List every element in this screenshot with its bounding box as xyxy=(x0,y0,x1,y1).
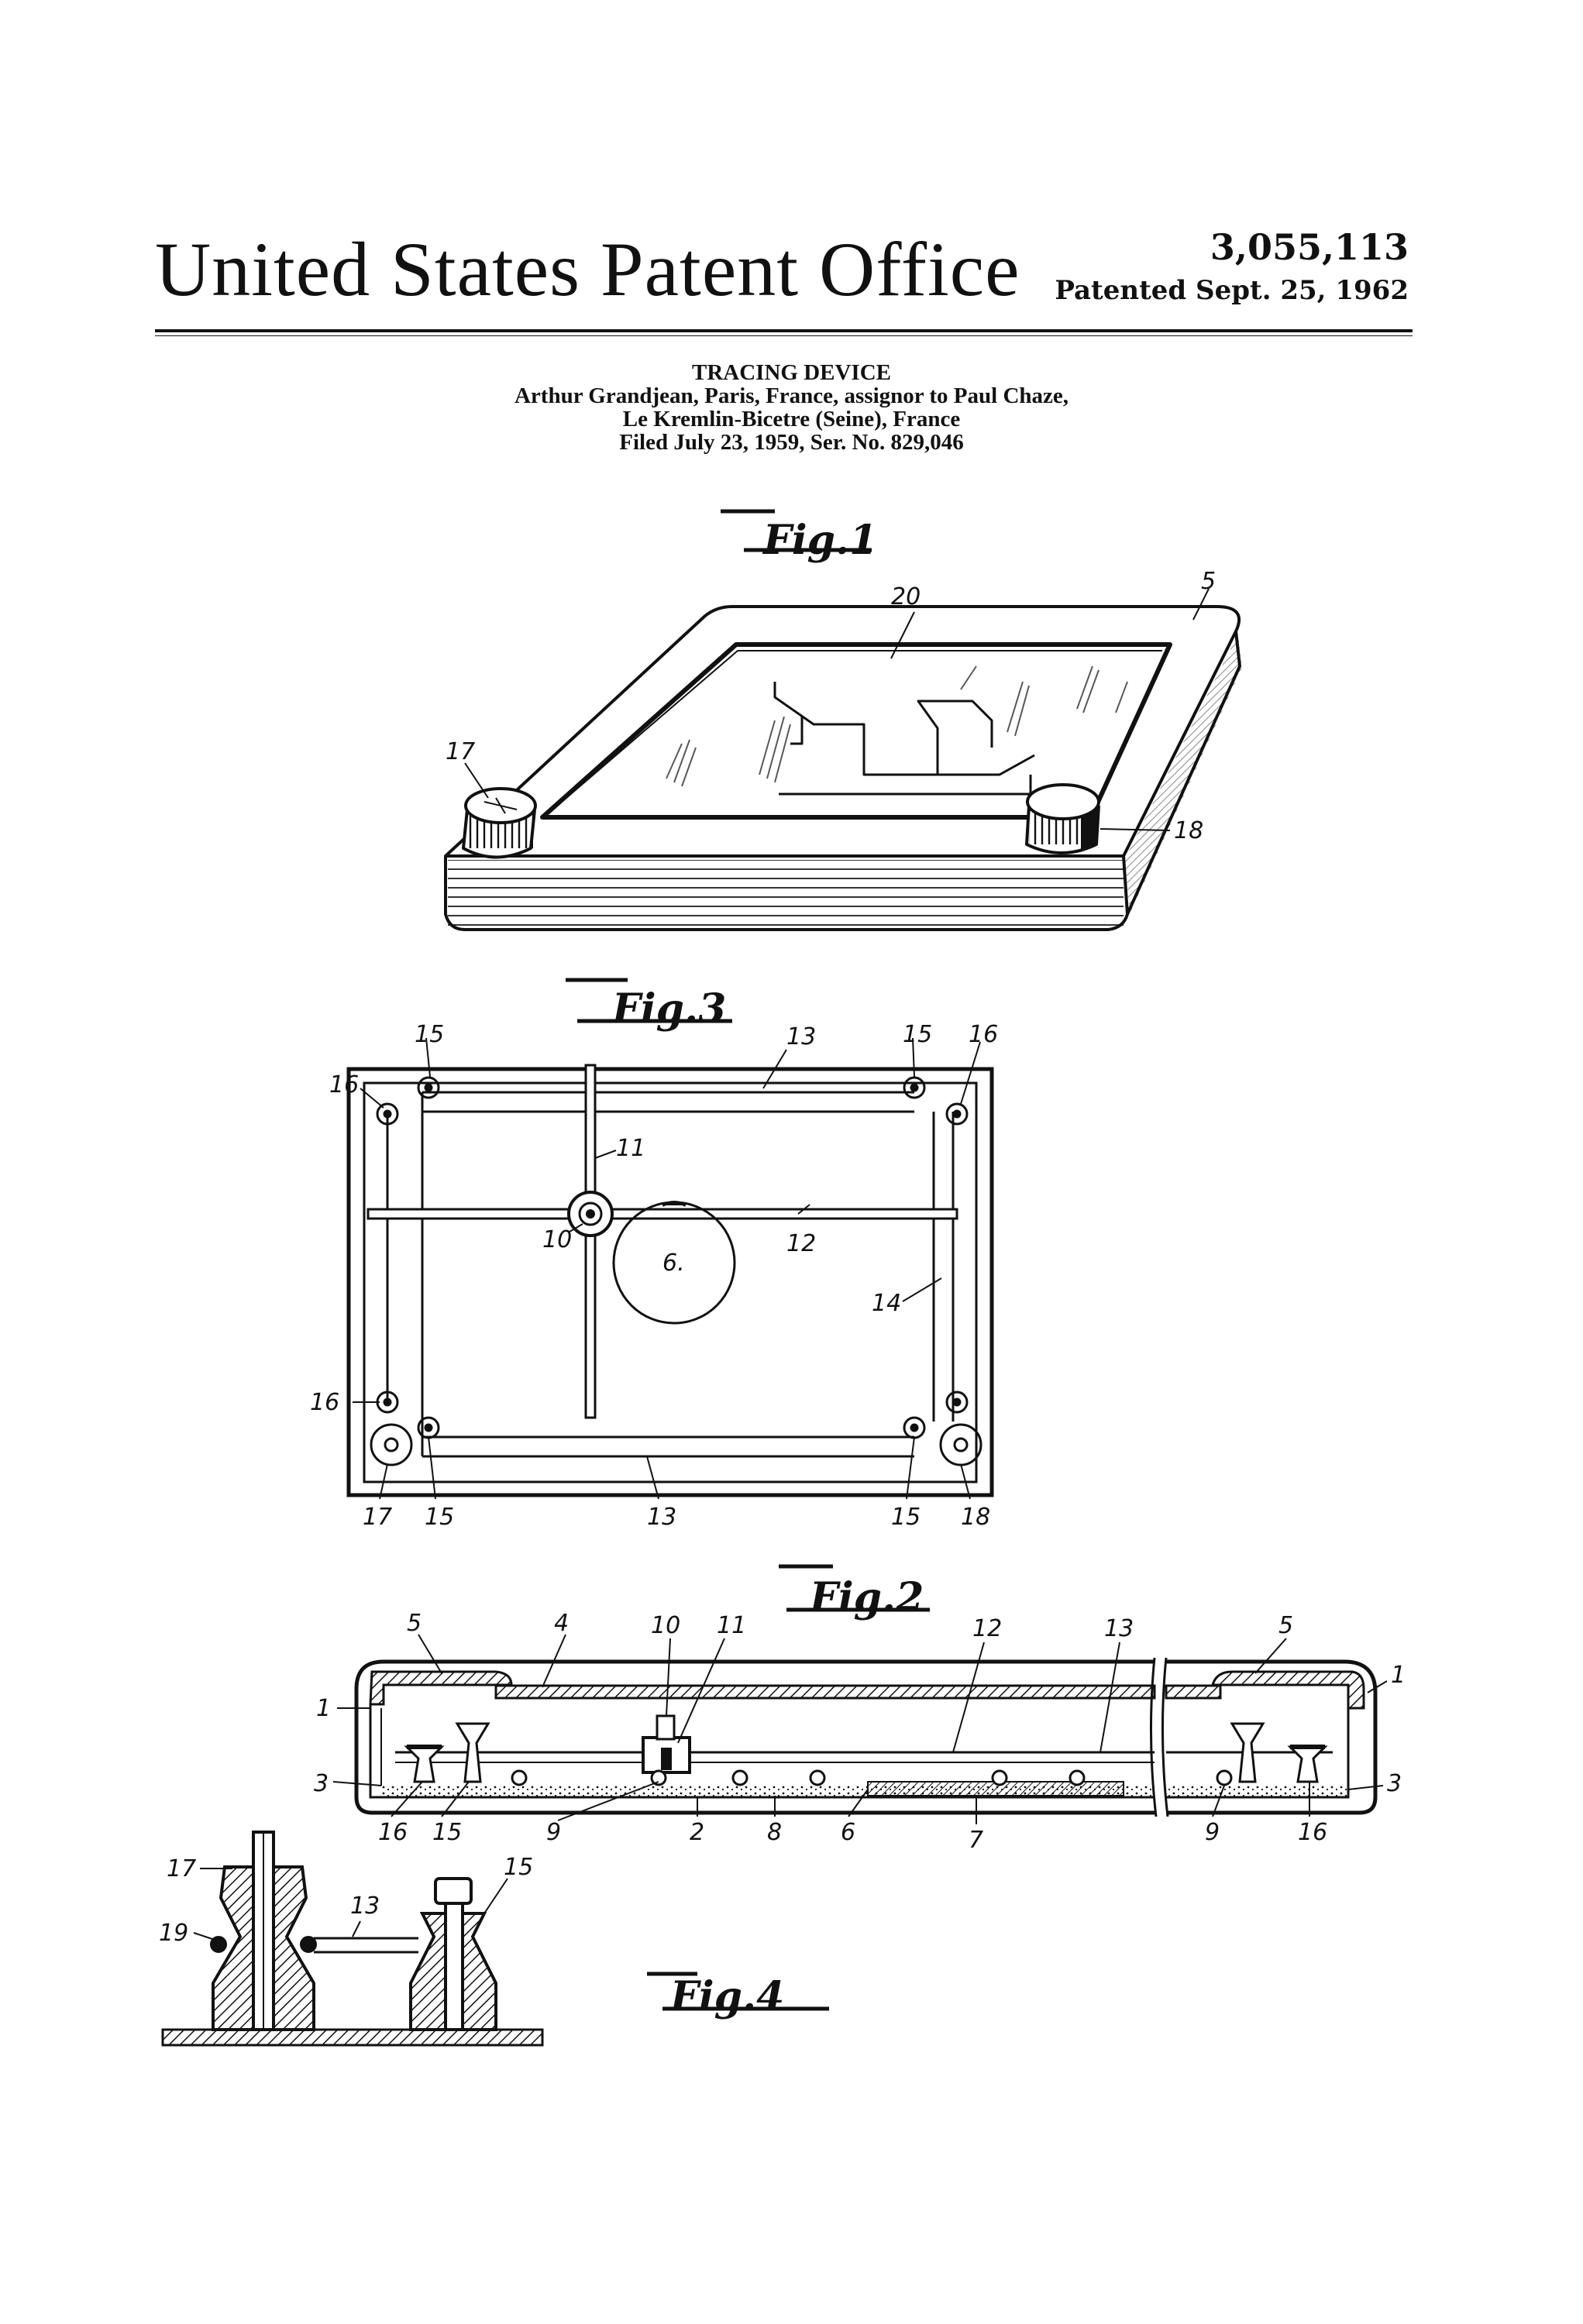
ref-5: 5 xyxy=(1278,1612,1293,1639)
ref-17: 17 xyxy=(363,1504,392,1531)
ref-13: 13 xyxy=(647,1504,676,1531)
ref-15: 15 xyxy=(432,1819,462,1846)
patent-number: 3,055,113 xyxy=(1210,226,1409,268)
header-rule-thin xyxy=(155,335,1413,336)
ref-9: 9 xyxy=(1205,1819,1220,1846)
ref-12: 12 xyxy=(972,1615,1002,1642)
patent-metadata: TRACING DEVICE Arthur Grandjean, Paris, … xyxy=(0,361,1583,454)
ref-3: 3 xyxy=(1387,1770,1402,1797)
figure-2-label: Fig.2 xyxy=(808,1574,924,1621)
ref-13: 13 xyxy=(786,1023,816,1050)
ref-12: 12 xyxy=(786,1230,816,1257)
ref-2: 2 xyxy=(690,1819,704,1846)
frame-top-face xyxy=(444,605,1241,858)
invention-title: TRACING DEVICE xyxy=(691,360,891,385)
ref-18: 18 xyxy=(1174,817,1203,844)
ref-17: 17 xyxy=(446,738,475,765)
ref-15: 15 xyxy=(891,1504,921,1531)
right-knob xyxy=(1025,783,1100,854)
ref-20: 20 xyxy=(891,583,921,610)
inventor-line: Arthur Grandjean, Paris, France, assigno… xyxy=(514,383,1069,408)
ref-9: 9 xyxy=(546,1819,561,1846)
figure-1: Fig.1 xyxy=(444,509,1242,931)
figure-2: Fig.2 xyxy=(314,1564,1406,1854)
ref-8: 8 xyxy=(767,1819,782,1846)
ref-10: 10 xyxy=(651,1612,680,1639)
figure-3: Fig.3 xyxy=(310,978,998,1531)
ref-1: 1 xyxy=(1391,1662,1406,1689)
ref-11: 11 xyxy=(616,1135,645,1162)
figure-4: Fig.4 17 19 xyxy=(159,1831,829,2047)
patented-date: Patented Sept. 25, 1962 xyxy=(1055,275,1409,306)
ref-17: 17 xyxy=(167,1855,196,1882)
figure-1-label: Fig.1 xyxy=(762,517,877,564)
ref-15: 15 xyxy=(903,1021,932,1048)
figure-3-label: Fig.3 xyxy=(611,985,726,1033)
ref-16: 16 xyxy=(378,1819,408,1846)
left-knob xyxy=(462,787,537,859)
ref-19: 19 xyxy=(159,1920,188,1947)
figure-4-label: Fig.4 xyxy=(669,1973,784,2020)
ref-1: 1 xyxy=(316,1695,331,1722)
ref-6: 6. xyxy=(662,1250,685,1277)
ref-6: 6 xyxy=(841,1819,855,1846)
screen-outline xyxy=(540,642,1172,820)
ref-16: 16 xyxy=(1298,1819,1327,1846)
office-title: United States Patent Office xyxy=(155,226,1020,312)
ref-18: 18 xyxy=(961,1504,990,1531)
filing-line: Filed July 23, 1959, Ser. No. 829,046 xyxy=(619,430,964,455)
ref-13: 13 xyxy=(350,1893,380,1920)
ref-15: 15 xyxy=(415,1021,444,1048)
ref-16: 16 xyxy=(329,1071,359,1098)
ref-5: 5 xyxy=(407,1610,422,1637)
ref-10: 10 xyxy=(542,1226,572,1253)
ref-13: 13 xyxy=(1104,1615,1134,1642)
ref-11: 11 xyxy=(717,1612,746,1639)
location-line: Le Kremlin-Bicetre (Seine), France xyxy=(622,407,961,431)
ref-4: 4 xyxy=(554,1610,569,1637)
ref-16: 16 xyxy=(969,1021,998,1048)
ref-5: 5 xyxy=(1201,568,1216,595)
ref-15: 15 xyxy=(504,1854,533,1881)
ref-15: 15 xyxy=(425,1504,454,1531)
header-rule xyxy=(155,329,1413,332)
ref-7: 7 xyxy=(969,1827,983,1854)
case-outer xyxy=(346,1067,994,1497)
ref-14: 14 xyxy=(872,1290,901,1317)
ref-3: 3 xyxy=(314,1770,329,1797)
glass-4 xyxy=(494,1684,1156,1700)
ref-16: 16 xyxy=(310,1389,339,1416)
